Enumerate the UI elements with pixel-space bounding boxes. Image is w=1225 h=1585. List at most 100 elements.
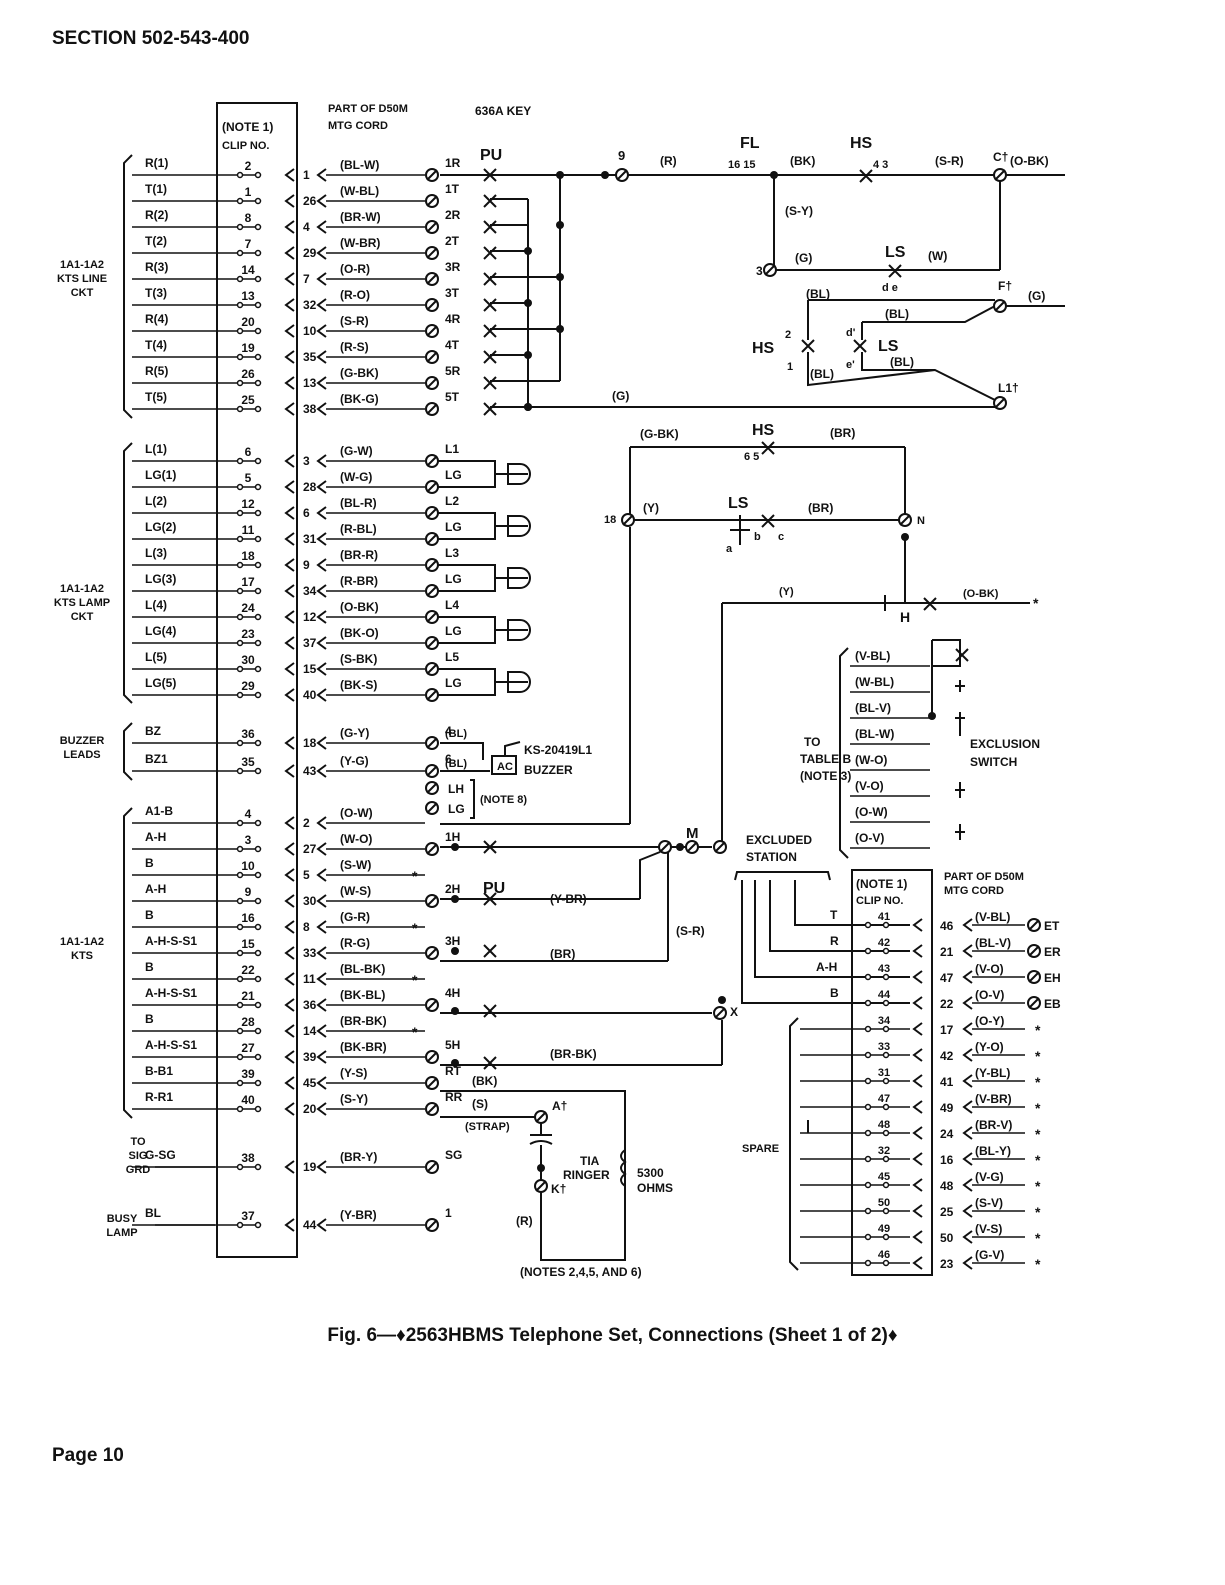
clip-number: 43 bbox=[878, 963, 890, 975]
wire-color-code: (W-O) bbox=[340, 832, 372, 846]
lead-label: A-H bbox=[145, 882, 166, 896]
lead-label: B bbox=[145, 908, 154, 922]
cord-pin-number: 41 bbox=[940, 1075, 954, 1089]
station-lead: T bbox=[830, 908, 838, 922]
wire-color-code: (BK-BR) bbox=[340, 1040, 387, 1054]
wire bbox=[440, 742, 484, 760]
clip-number: 50 bbox=[878, 1197, 890, 1209]
terminal-slash bbox=[426, 377, 438, 389]
wire-color-code: (S-BK) bbox=[340, 652, 377, 666]
clip-contact bbox=[236, 561, 244, 569]
clip-contact bbox=[254, 171, 262, 179]
cord-heading: MTG CORD bbox=[328, 120, 388, 132]
lead-label: L(3) bbox=[145, 546, 167, 560]
key-terminal-label: 5T bbox=[445, 390, 460, 404]
cord-plug bbox=[316, 480, 327, 494]
lead-label: LG(1) bbox=[145, 468, 176, 482]
clip-number: 7 bbox=[245, 237, 252, 251]
wire-color-code: (BK-BL) bbox=[340, 988, 385, 1002]
clip-arrow bbox=[284, 1050, 295, 1064]
clip-contact bbox=[236, 1001, 244, 1009]
clip-arrow bbox=[284, 1160, 295, 1174]
clip-arrow bbox=[284, 480, 295, 494]
lead-label: B bbox=[145, 856, 154, 870]
clip-contact bbox=[236, 845, 244, 853]
terminal-slash bbox=[659, 841, 671, 853]
cord-plug bbox=[316, 220, 327, 234]
clip-contact bbox=[254, 1001, 262, 1009]
cord-pin-number: 39 bbox=[303, 1050, 317, 1064]
cord-plug bbox=[316, 272, 327, 286]
junction-dot bbox=[928, 712, 936, 720]
cord-plug bbox=[316, 946, 327, 960]
terminal-slash bbox=[994, 397, 1006, 409]
cord-plug bbox=[316, 972, 327, 986]
key-contact bbox=[483, 402, 497, 416]
clip-number: 44 bbox=[878, 989, 891, 1001]
group-label: SIG bbox=[129, 1150, 148, 1162]
clip-arrow bbox=[284, 324, 295, 338]
table-note: TO bbox=[804, 735, 820, 749]
clip-contact bbox=[864, 947, 872, 955]
cord-pin-number: 2 bbox=[303, 816, 310, 830]
clip-arrow bbox=[284, 558, 295, 572]
unused-mark: * bbox=[1033, 595, 1039, 611]
exclusion-lead-color: (W-BL) bbox=[855, 675, 894, 689]
cord-pin-number: 30 bbox=[303, 894, 317, 908]
terminal-slash bbox=[686, 841, 698, 853]
wire-color-code: (Y-BR) bbox=[340, 1208, 377, 1222]
cord-pin-number: 36 bbox=[303, 998, 317, 1012]
notes-label: (NOTES 2,4,5, AND 6) bbox=[520, 1265, 642, 1279]
terminal-label: LG bbox=[448, 802, 465, 816]
cord-plug bbox=[962, 1256, 973, 1270]
unused-mark: * bbox=[1035, 1048, 1041, 1064]
wire-color-code: (R-S) bbox=[340, 340, 369, 354]
terminal-slash bbox=[899, 514, 911, 526]
junction-dot bbox=[676, 843, 684, 851]
lead-label: L(2) bbox=[145, 494, 167, 508]
cord-pin-number: 33 bbox=[303, 946, 317, 960]
spare-bracket bbox=[789, 1017, 799, 1271]
cord-plug bbox=[316, 920, 327, 934]
group-label: KTS LINE bbox=[57, 273, 107, 285]
clip-arrow bbox=[284, 736, 295, 750]
ls-label: LS bbox=[728, 495, 749, 512]
clip-number: 36 bbox=[241, 727, 255, 741]
key-terminal-label: L1 bbox=[445, 442, 459, 456]
station-lead: R bbox=[830, 934, 839, 948]
wire-color-code: (R) bbox=[516, 1214, 533, 1228]
clip-arrow bbox=[284, 220, 295, 234]
wire-color-code: (BK-S) bbox=[340, 678, 377, 692]
clip-contact bbox=[236, 171, 244, 179]
terminal-slash bbox=[426, 802, 438, 814]
clip-contact bbox=[236, 819, 244, 827]
clip-number: 23 bbox=[241, 627, 255, 641]
wire-color-code: (Y) bbox=[643, 501, 659, 515]
clip-arrow bbox=[284, 610, 295, 624]
wire-color-code: (BK) bbox=[472, 1074, 497, 1088]
clip-arrow bbox=[284, 532, 295, 546]
ringer-coil bbox=[620, 1149, 627, 1187]
wire-color-code: (Y-G) bbox=[340, 754, 369, 768]
clip-arrow bbox=[284, 1102, 295, 1116]
clip-contact bbox=[254, 739, 262, 747]
clip-number: 12 bbox=[241, 497, 255, 511]
note-label: (NOTE 8) bbox=[480, 794, 527, 806]
junction-dot bbox=[451, 843, 459, 851]
clip-contact bbox=[882, 1155, 890, 1163]
clip-contact bbox=[864, 1025, 872, 1033]
clip-arrow bbox=[284, 246, 295, 260]
clip-contact bbox=[236, 665, 244, 673]
clip-contact bbox=[236, 327, 244, 335]
exclusion-contact bbox=[955, 648, 969, 662]
clip-number: 9 bbox=[245, 885, 252, 899]
clip-arrow bbox=[284, 636, 295, 650]
clip-number: 42 bbox=[878, 937, 890, 949]
clip-arrow bbox=[912, 1022, 923, 1036]
key-terminal-label: L3 bbox=[445, 546, 459, 560]
junction-dot bbox=[556, 273, 564, 281]
clip-number: 33 bbox=[878, 1041, 890, 1053]
station-wire bbox=[794, 880, 910, 926]
cord-pin-number: 42 bbox=[940, 1049, 954, 1063]
clip-contact bbox=[882, 999, 890, 1007]
